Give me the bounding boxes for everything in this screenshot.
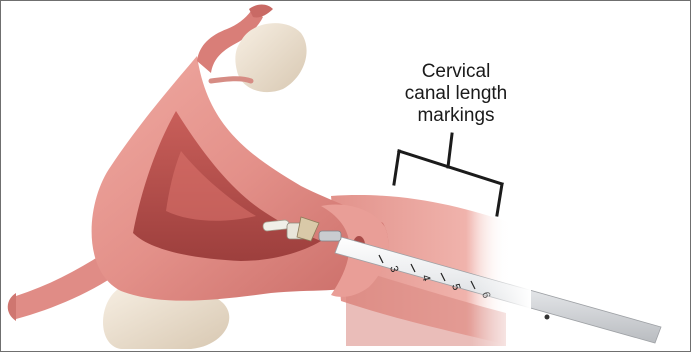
right-fimbriae (249, 5, 273, 18)
sound-dot (545, 315, 550, 320)
ovarian-ligament (211, 79, 251, 81)
uterus-body (92, 56, 389, 301)
canal-fade (471, 191, 531, 351)
callout-label: Cervical canal length markings (371, 61, 541, 127)
left-fimbriae (8, 293, 16, 321)
